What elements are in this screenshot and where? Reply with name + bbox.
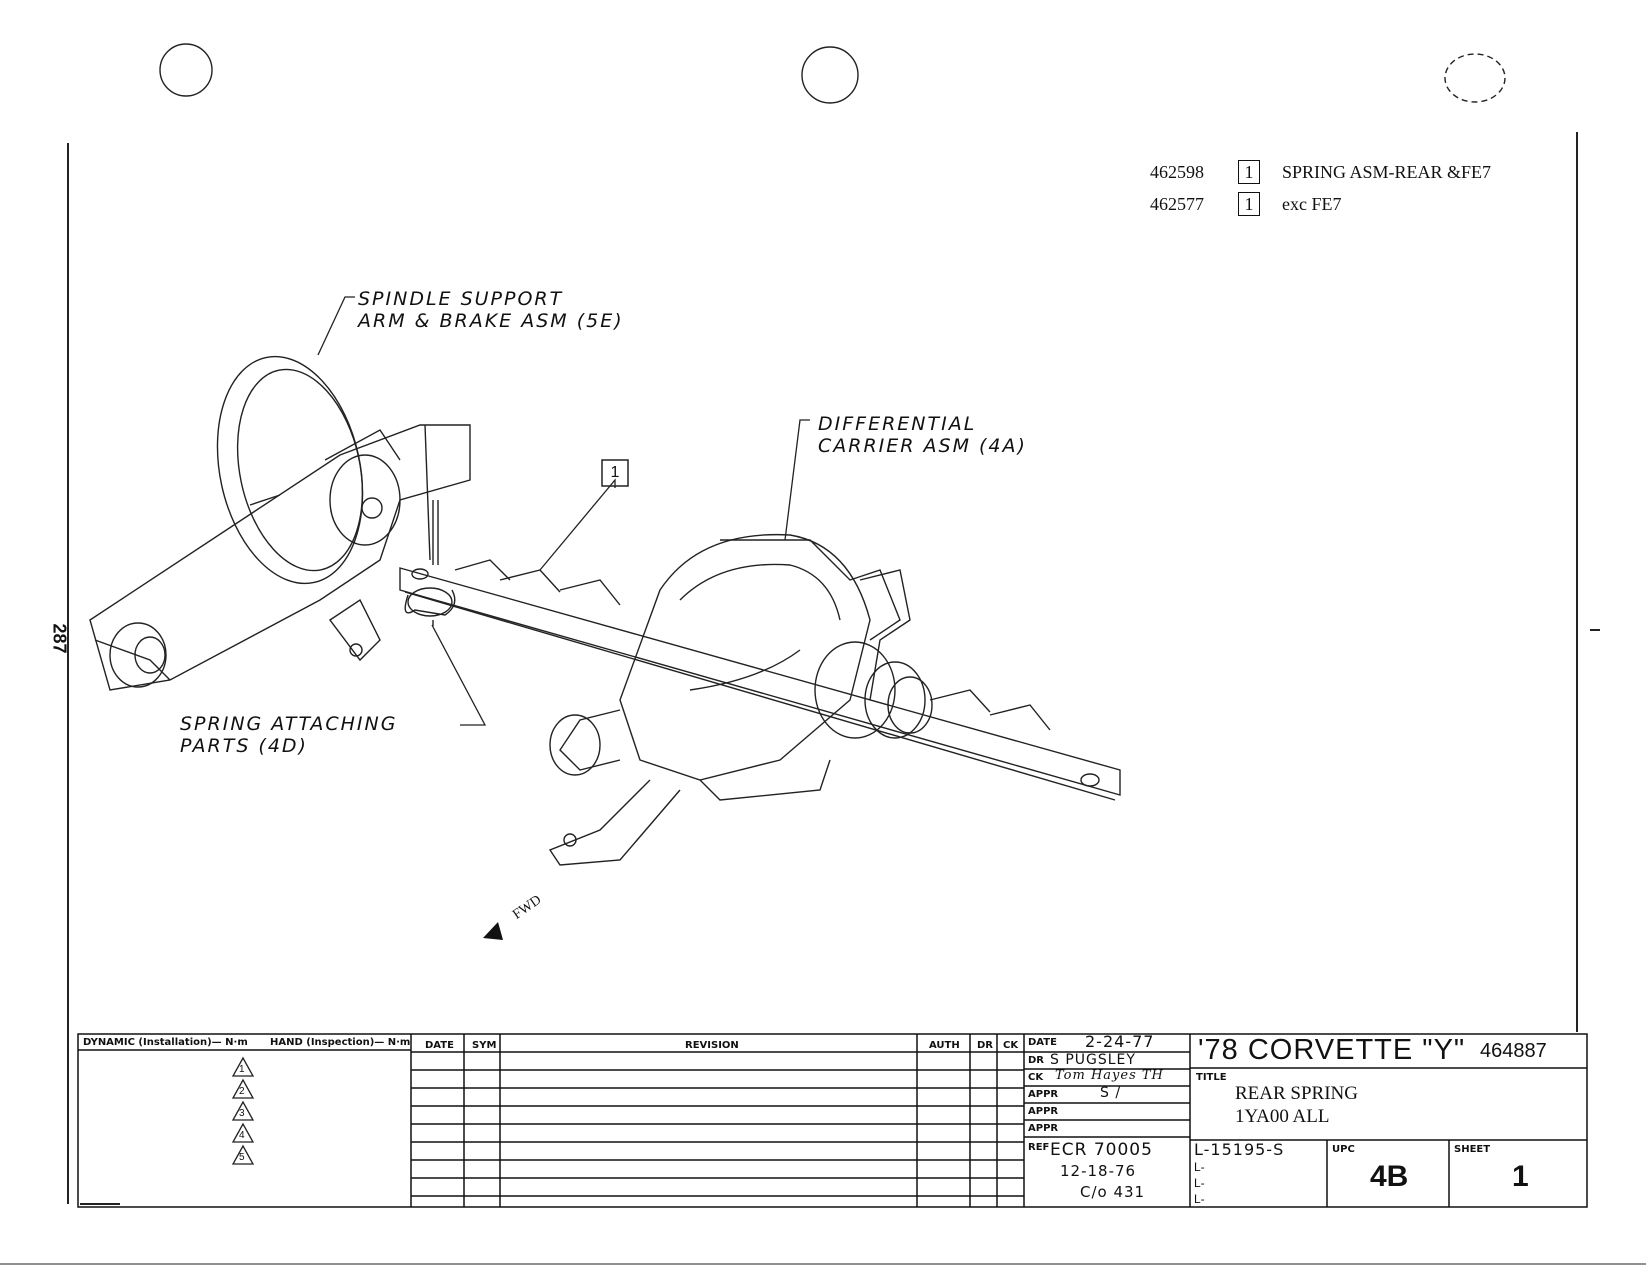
- differential-carrier-drawing: [548, 533, 933, 866]
- l-code: L-15195-S: [1194, 1140, 1285, 1159]
- label-title: TITLE: [1196, 1072, 1227, 1083]
- item-callout-box: [601, 459, 629, 487]
- l-code: L-: [1194, 1176, 1205, 1190]
- callout-line: CARRIER ASM (4A): [818, 435, 1027, 457]
- callout-line: DIFFERENTIAL: [818, 413, 977, 435]
- punch-hole-center: [801, 46, 859, 104]
- label-appr: APPR: [1028, 1123, 1059, 1134]
- l-code: L-: [1194, 1192, 1205, 1206]
- rev-header-dr: DR: [977, 1040, 994, 1051]
- appr-value: S /: [1100, 1085, 1122, 1101]
- callout-spindle-support: SPINDLE SUPPORT ARM & BRAKE ASM (5E): [358, 288, 624, 332]
- quantity-box: 1: [1238, 160, 1260, 184]
- l-code: L-: [1194, 1160, 1205, 1174]
- punch-hole-right: [1444, 53, 1506, 103]
- dr-value: S PUGSLEY: [1050, 1052, 1136, 1068]
- sheet-value: 1: [1512, 1160, 1529, 1193]
- parts-row: 462598 1 SPRING ASM-REAR &FE7: [1150, 160, 1491, 184]
- page-number: 287: [49, 623, 70, 654]
- torque-header-dynamic: DYNAMIC (Installation)— N·m: [83, 1037, 248, 1048]
- callout-line: ARM & BRAKE ASM (5E): [358, 310, 624, 332]
- ref-line: C/o 431: [1080, 1183, 1146, 1201]
- ck-signature: Tom Hayes TH: [1055, 1068, 1164, 1083]
- triangle-number: 2: [239, 1086, 245, 1097]
- part-description: exc FE7: [1282, 193, 1342, 214]
- callout-line: SPRING ATTACHING: [180, 713, 398, 735]
- label-sheet: SHEET: [1454, 1144, 1491, 1155]
- label-date: DATE: [1028, 1037, 1057, 1048]
- item-callout-number: 1: [610, 464, 620, 481]
- label-ck: CK: [1028, 1072, 1044, 1083]
- triangle-number: 1: [239, 1064, 245, 1075]
- parts-row: 462577 1 exc FE7: [1150, 192, 1341, 216]
- label-appr: APPR: [1028, 1089, 1059, 1100]
- callout-line: PARTS (4D): [180, 735, 308, 757]
- punch-hole-left: [159, 43, 213, 97]
- ref-line: ECR 70005: [1050, 1140, 1153, 1160]
- triangle-number: 5: [239, 1152, 245, 1163]
- part-number: 462598: [1150, 161, 1204, 182]
- title-block-grid: [77, 1033, 1588, 1208]
- label-dr: DR: [1028, 1055, 1045, 1066]
- callout-differential-carrier: DIFFERENTIAL CARRIER ASM (4A): [818, 413, 1027, 457]
- drawing-number: 464887: [1480, 1040, 1547, 1062]
- part-number: 462577: [1150, 193, 1204, 214]
- rev-header-revision: REVISION: [685, 1040, 739, 1051]
- label-appr: APPR: [1028, 1106, 1059, 1117]
- label-ref: REF: [1028, 1142, 1050, 1153]
- title-line: 1YA00 ALL: [1235, 1106, 1330, 1127]
- triangle-number: 4: [239, 1130, 245, 1141]
- fwd-arrow-icon: [483, 922, 503, 940]
- rev-header-auth: AUTH: [929, 1040, 960, 1051]
- triangle-number: 3: [239, 1108, 245, 1119]
- label-upc: UPC: [1332, 1144, 1355, 1155]
- rev-header-date: DATE: [425, 1040, 454, 1051]
- model-title: '78 CORVETTE "Y": [1198, 1034, 1466, 1066]
- torque-header-hand: HAND (Inspection)— N·m: [270, 1037, 411, 1048]
- spindle-support-arm-drawing: [89, 355, 471, 691]
- part-description: SPRING ASM-REAR &FE7: [1282, 161, 1492, 182]
- ref-line: 12-18-76: [1060, 1162, 1137, 1180]
- upc-value: 4B: [1370, 1160, 1409, 1193]
- quantity-box: 1: [1238, 192, 1260, 216]
- date-value: 2-24-77: [1085, 1032, 1155, 1051]
- title-line: REAR SPRING: [1235, 1083, 1358, 1104]
- rev-header-sym: SYM: [472, 1040, 497, 1051]
- callout-spring-attaching-parts: SPRING ATTACHING PARTS (4D): [180, 713, 397, 757]
- callout-line: SPINDLE SUPPORT: [358, 288, 564, 310]
- rev-header-ck: CK: [1003, 1040, 1019, 1051]
- leaf-spring-drawing: [399, 500, 1121, 801]
- torque-triangles: [231, 1056, 255, 1165]
